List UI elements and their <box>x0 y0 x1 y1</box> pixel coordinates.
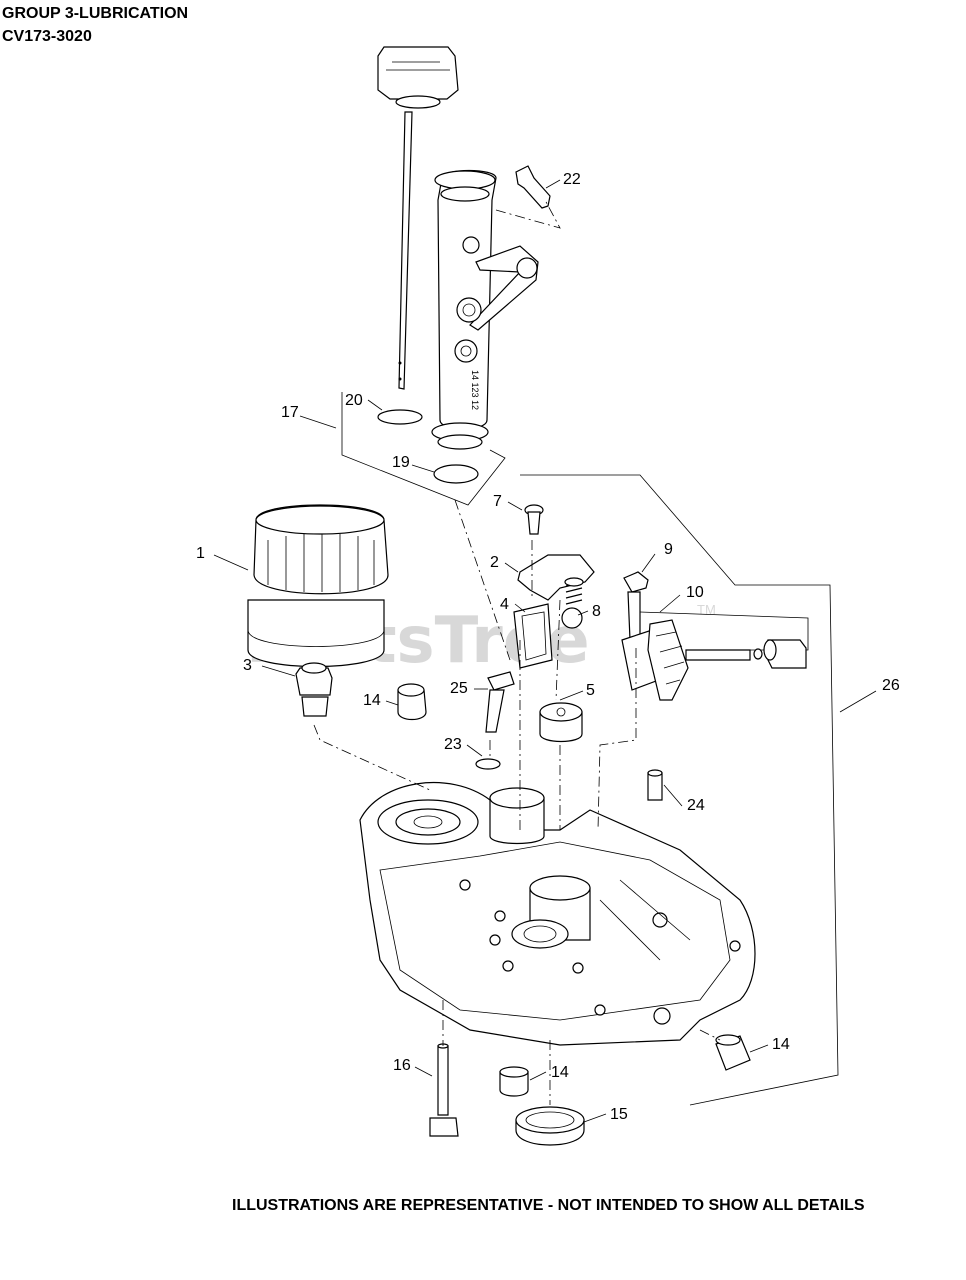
closure-plate-housing <box>359 781 756 1046</box>
callout-24: 24 <box>687 797 705 814</box>
callout-17: 17 <box>281 404 299 421</box>
bolt-9 <box>623 571 649 641</box>
callout-26: 26 <box>882 677 900 694</box>
centerline-plug <box>699 1029 721 1041</box>
spring-and-ball-8 <box>561 577 584 629</box>
callout-14-right: 14 <box>772 1036 790 1053</box>
callout-8: 8 <box>592 603 601 620</box>
oil-pump-rotor-5 <box>539 702 583 743</box>
bolt-22 <box>515 165 551 209</box>
pickup-seal-4 <box>513 603 553 669</box>
oil-pump-assembly-10 <box>621 611 809 701</box>
o-ring-20 <box>377 409 423 425</box>
dowel-pin-24 <box>647 769 663 801</box>
kit-26-bracket <box>520 474 839 1106</box>
centerline-adapter <box>313 724 431 791</box>
callout-15: 15 <box>610 1106 628 1123</box>
oil-filter-part <box>247 504 389 668</box>
relief-valve-plate-2 <box>517 554 595 601</box>
callout-7: 7 <box>493 493 502 510</box>
dipstick-part <box>377 46 459 390</box>
o-ring-19 <box>433 464 479 484</box>
callout-25: 25 <box>450 680 468 697</box>
plug-14-bottom <box>499 1066 529 1097</box>
leader-lines <box>213 179 877 1123</box>
centerline-22 <box>495 199 561 229</box>
callout-16: 16 <box>393 1057 411 1074</box>
callout-5: 5 <box>586 682 595 699</box>
oil-filter-adapter-3 <box>295 662 333 717</box>
callout-22: 22 <box>563 171 581 188</box>
callout-4: 4 <box>500 596 509 613</box>
centerline-pump <box>597 648 637 831</box>
dipstick-tube-part: 14 123 12 <box>431 169 539 450</box>
washer-23 <box>475 758 501 770</box>
callout-10: 10 <box>686 584 704 601</box>
plug-14-right <box>715 1034 751 1071</box>
diagram-group-title: GROUP 3-LUBRICATION <box>2 5 189 22</box>
callout-14-left: 14 <box>363 692 381 709</box>
plug-14-left <box>397 683 427 721</box>
callout-19: 19 <box>392 454 410 471</box>
callout-1: 1 <box>196 545 205 562</box>
oil-seal-15 <box>515 1106 585 1146</box>
bolt-16 <box>429 1043 459 1137</box>
screw-7 <box>524 504 544 535</box>
callout-9: 9 <box>664 541 673 558</box>
kit-17-bracket <box>341 392 506 506</box>
screw-25 <box>485 671 515 733</box>
watermark-trademark: TM <box>697 602 716 617</box>
engine-model-number: CV173-3020 <box>2 28 92 45</box>
disclaimer-footer: ILLUSTRATIONS ARE REPRESENTATIVE - NOT I… <box>232 1197 865 1214</box>
callout-14-bottom: 14 <box>551 1064 569 1081</box>
callout-23: 23 <box>444 736 462 753</box>
tube-marking: 14 123 12 <box>470 370 480 410</box>
centerline-spring <box>555 599 561 701</box>
callout-2: 2 <box>490 554 499 571</box>
centerline-tube <box>454 499 511 661</box>
callout-20: 20 <box>345 392 363 409</box>
callout-3: 3 <box>243 657 252 674</box>
